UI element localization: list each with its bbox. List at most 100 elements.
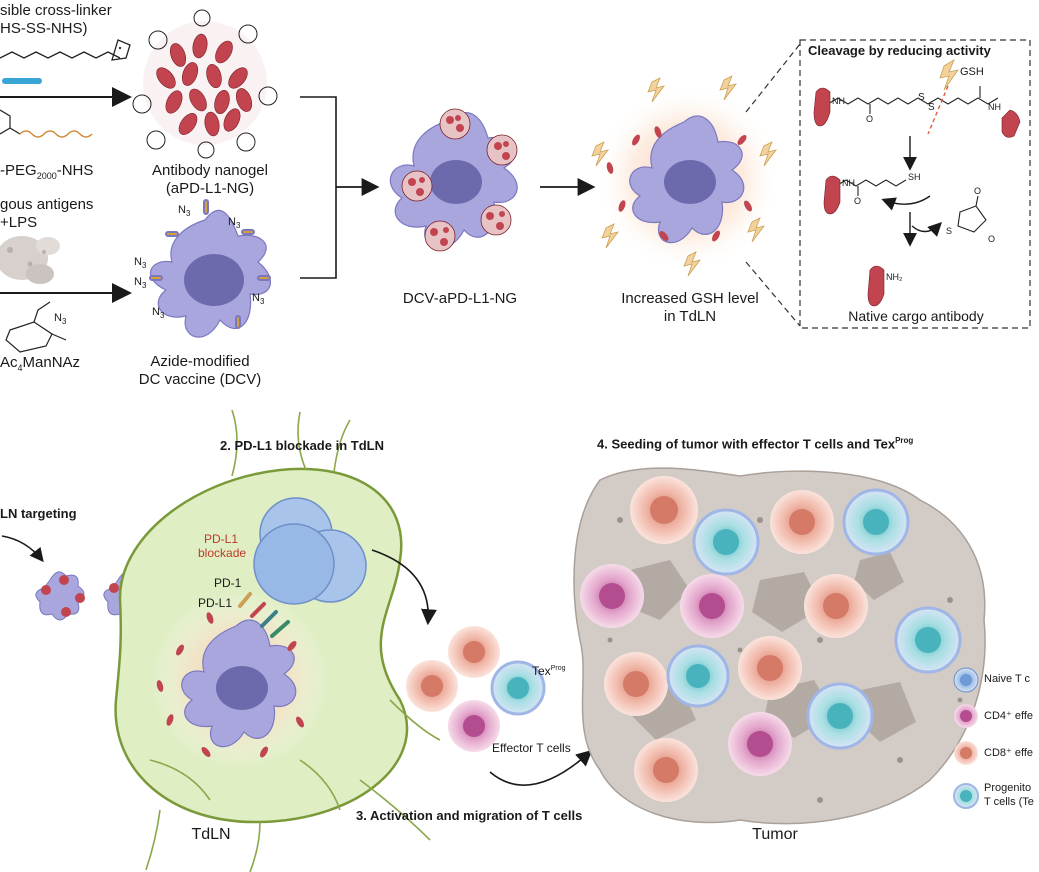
azide-n-4: N: [134, 276, 142, 288]
activation-arrow: [371, 549, 437, 626]
azide-n-2: N: [228, 216, 236, 228]
cleavage-chemistry: [827, 86, 999, 233]
azide-sub-1: 3: [185, 209, 191, 219]
legend-item-cd4: CD4⁺ effe: [984, 710, 1034, 722]
azide-sub-5: 3: [259, 297, 265, 307]
azide-sub-mannaz: 3: [61, 317, 67, 327]
peg-chain: [19, 130, 93, 138]
legend-item-naive: Naive T c: [984, 673, 1031, 685]
cleavage-title: Cleavage by reducing activity: [808, 43, 991, 58]
o-label-3: O: [974, 186, 982, 196]
dc-vaccine-cell: [149, 199, 271, 338]
step4-text: 4. Seeding of tumor with effector T cell…: [597, 436, 896, 452]
azide-n-1: N: [178, 204, 186, 216]
azide-sub-4: 3: [141, 281, 147, 291]
mannaz-ac: Ac: [0, 354, 18, 371]
blockade-label-1: PD-L1: [204, 532, 239, 546]
tumor-t-cells: [580, 476, 962, 802]
gsh-bolt-small: [939, 59, 959, 91]
ln-targeting-arrow: [1, 535, 44, 563]
azide-label-2: N3: [228, 216, 240, 230]
mannaz-label: Ac4ManNAz: [0, 354, 80, 377]
legend-item-progenitor: Progenito: [984, 782, 1032, 794]
antigens-label-2: +LPS: [0, 214, 38, 231]
nh-label-3: NH: [842, 178, 855, 188]
azide-label-5: N3: [252, 292, 264, 306]
step1-label: LN targeting: [0, 506, 77, 521]
gsh-label: GSH: [960, 66, 984, 78]
o-label-2: O: [854, 196, 862, 206]
peg-molecule: [0, 109, 21, 135]
gsh-label-1: Increased GSH level: [621, 290, 759, 307]
azide-label-3: N3: [134, 256, 146, 270]
pdl1-label: PD-L1: [198, 596, 233, 610]
azide-n-mannaz: N: [54, 312, 62, 324]
antigens-label-1: gous antigens: [0, 196, 94, 213]
gsh-label-2: in TdLN: [663, 308, 717, 325]
step3-label: 3. Activation and migration of T cells: [356, 808, 583, 823]
azide-label-1: N3: [178, 204, 190, 218]
azide-label-mannaz: N3: [54, 312, 66, 326]
nh2-label: NH₂: [886, 272, 903, 282]
o-label-4: O: [988, 234, 996, 244]
step4-label: 4. Seeding of tumor with effector T cell…: [597, 436, 913, 451]
s-label-3: S: [946, 226, 953, 236]
migration-arrow: [489, 749, 593, 786]
effector-label: Effector T cells: [492, 741, 571, 755]
cleavage-antibodies: [813, 87, 1021, 307]
merge-bracket: [300, 96, 337, 279]
antigen-cluster: [0, 236, 60, 284]
dcv-label-2: DC vaccine (DCV): [138, 371, 262, 388]
legend-item-progenitor-2: T cells (Te: [984, 796, 1034, 808]
zoom-guide: [745, 43, 801, 327]
nanogel-label-1: Antibody nanogel: [152, 162, 268, 179]
dcv-label-1: Azide-modified: [150, 353, 250, 370]
native-antibody-label: Native cargo antibody: [848, 308, 984, 324]
blockade-label-2: blockade: [198, 546, 247, 560]
azide-label-6: N3: [152, 306, 164, 320]
tex-label: TexProg: [532, 664, 565, 678]
peg-label: -PEG2000-NHS: [0, 162, 93, 185]
azide-sub-3: 3: [141, 261, 147, 271]
azide-n-6: N: [152, 306, 160, 318]
azide-n-5: N: [252, 292, 260, 304]
azide-sub-2: 3: [235, 221, 241, 231]
o-label-1: O: [866, 114, 874, 124]
gsh-cut-line: [927, 85, 949, 135]
cleavage-arrows: [881, 136, 942, 247]
tex-sup: Prog: [550, 665, 566, 672]
step2-label: 2. PD-L1 blockade in TdLN: [220, 438, 384, 453]
azide-n-3: N: [134, 256, 142, 268]
tdln-label: TdLN: [191, 826, 231, 843]
crosslinker-label-1: sible cross-linker: [0, 2, 112, 19]
s-label-2: S: [928, 102, 935, 113]
mannaz-sub: 4: [17, 363, 23, 373]
nanogel-label-2: (aPD-L1-NG): [165, 180, 255, 197]
azide-label-4: N3: [134, 276, 146, 290]
azide-sub-6: 3: [159, 311, 165, 321]
sh-label: SH: [908, 172, 921, 182]
antibody-nanogel: [132, 9, 278, 159]
peg-sub: 2000: [36, 171, 57, 181]
peg-prefix: -PEG: [0, 162, 37, 179]
nh-label-2: NH: [988, 102, 1001, 112]
nh-label-1: NH: [832, 96, 845, 106]
s-label-1: S: [918, 92, 925, 103]
crosslinker-label-2: HS-SS-NHS): [0, 20, 88, 37]
gsh-dc-cell: [591, 75, 782, 277]
legend-icons: [953, 667, 979, 809]
pd1-label: PD-1: [214, 576, 242, 590]
activated-t-cells: [406, 626, 546, 752]
crosslinker-molecule: [0, 39, 131, 61]
conjugate-label: DCV-aPD-L1-NG: [402, 290, 518, 307]
lymph-node: [114, 409, 441, 872]
mannaz-text: ManNAz: [22, 354, 81, 371]
crosslinker-bar: [2, 78, 42, 84]
tumor-label: Tumor: [752, 826, 798, 843]
tex-text: Tex: [532, 664, 551, 678]
legend-item-cd8: CD8⁺ effe: [984, 747, 1034, 759]
dcv-nanogel-conjugate: [389, 108, 518, 252]
mannaz-molecule: [5, 301, 67, 353]
step4-sup: Prog: [895, 436, 914, 445]
